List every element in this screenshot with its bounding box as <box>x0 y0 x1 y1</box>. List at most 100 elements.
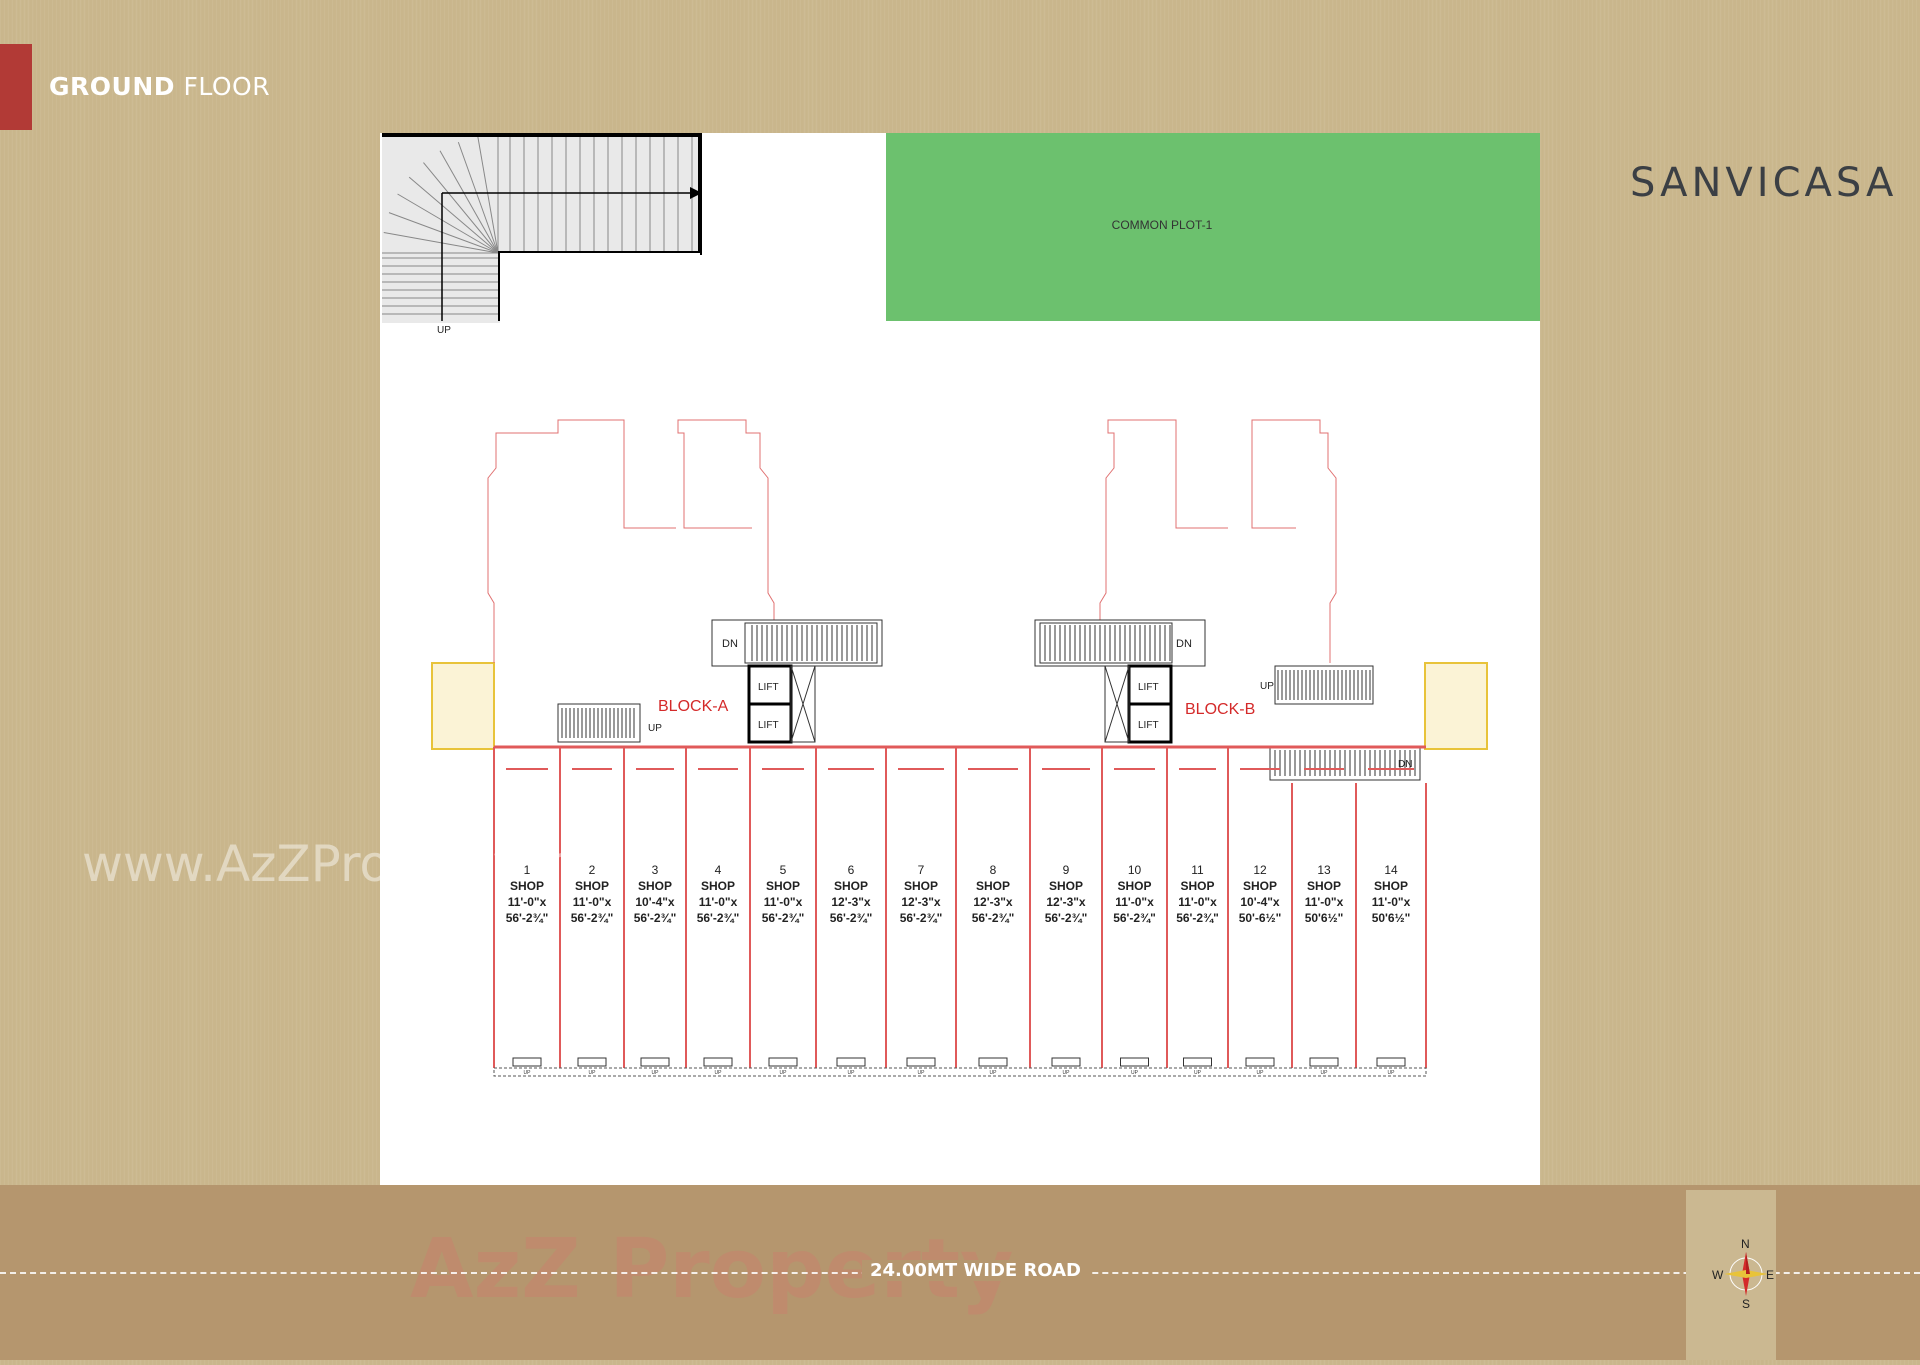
shop-step-up: UP <box>918 1070 926 1076</box>
block-b-lift-2: LIFT <box>1138 720 1159 731</box>
shop-depth: 56'-2¾" <box>762 911 805 925</box>
shop-number: 2 <box>589 863 596 877</box>
shop-step-up: UP <box>780 1070 788 1076</box>
block-b-dn-label: DN <box>1176 638 1192 650</box>
compass-icon: N S E W <box>1712 1237 1774 1311</box>
block-a-label: BLOCK-A <box>658 698 729 715</box>
shop-width: 12'-3"x <box>901 895 941 909</box>
stair-up-label: UP <box>437 325 451 336</box>
shop-depth: 56'-2¾" <box>506 911 549 925</box>
block-a-lift-1: LIFT <box>758 682 779 693</box>
shop-number: 11 <box>1191 863 1204 877</box>
block-b-dn2-label: DN <box>1398 759 1412 770</box>
shop-step-up: UP <box>990 1070 998 1076</box>
shop-width: 11'-0"x <box>1115 895 1154 909</box>
shop-width: 10'-4"x <box>1240 895 1280 909</box>
title-bold: GROUND <box>49 72 175 101</box>
shop-depth: 56'-2¾" <box>1113 911 1156 925</box>
shop-width: 11'-0"x <box>508 895 547 909</box>
shop-number: 7 <box>918 863 925 877</box>
shop-number: 8 <box>990 863 997 877</box>
block-a-lift-2: LIFT <box>758 720 779 731</box>
upper-floor-outline <box>487 419 1337 663</box>
shop-type: SHOP <box>1307 879 1341 893</box>
shop-number: 6 <box>848 863 855 877</box>
common-plot-label: COMMON PLOT-1 <box>1112 218 1213 232</box>
shop-type: SHOP <box>638 879 672 893</box>
shop-depth: 56'-2¾" <box>634 911 677 925</box>
shop-step-up: UP <box>589 1070 597 1076</box>
block-b-label: BLOCK-B <box>1185 701 1255 718</box>
floor-plan-sheet: UP COMMON PLOT-1 DN LIFT LIFT <box>380 133 1540 1185</box>
main-staircase: UP <box>382 133 702 336</box>
shop-width: 12'-3"x <box>973 895 1013 909</box>
shop-step-up: UP <box>524 1070 532 1076</box>
shop-type: SHOP <box>701 879 735 893</box>
road-label: 24.00MT WIDE ROAD <box>862 1260 1089 1281</box>
shop-type: SHOP <box>904 879 938 893</box>
shop-number: 12 <box>1253 863 1267 877</box>
shop-depth: 50'-6½" <box>1239 911 1282 925</box>
shop-type: SHOP <box>575 879 609 893</box>
shop-number: 13 <box>1317 863 1331 877</box>
shop-step-up: UP <box>848 1070 856 1076</box>
shop-depth: 56'-2¾" <box>697 911 740 925</box>
left-yellow-zone <box>431 662 495 750</box>
shop-type: SHOP <box>976 879 1010 893</box>
shop-width: 11'-0"x <box>699 895 738 909</box>
title-accent-bar <box>0 44 32 130</box>
shop-width: 10'-4"x <box>635 895 675 909</box>
shop-width: 11'-0"x <box>764 895 803 909</box>
shop-number: 1 <box>524 863 531 877</box>
compass-e: E <box>1766 1268 1774 1282</box>
shop-number: 4 <box>715 863 722 877</box>
block-a-dn-label: DN <box>722 638 738 650</box>
shop-step-up: UP <box>1257 1070 1265 1076</box>
shop-type: SHOP <box>834 879 868 893</box>
shop-width: 11'-0"x <box>573 895 612 909</box>
shop-depth: 56'-2¾" <box>972 911 1015 925</box>
compass-panel: N S E W <box>1686 1190 1776 1360</box>
shop-step-up: UP <box>652 1070 660 1076</box>
shop-width: 11'-0"x <box>1178 895 1217 909</box>
shop-number: 14 <box>1384 863 1398 877</box>
shop-number: 9 <box>1063 863 1070 877</box>
shop-number: 3 <box>652 863 659 877</box>
shop-depth: 56'-2¾" <box>830 911 873 925</box>
shop-number: 10 <box>1128 863 1142 877</box>
shop-depth: 56'-2¾" <box>1045 911 1088 925</box>
compass-w: W <box>1712 1268 1724 1282</box>
shop-width: 11'-0"x <box>1372 895 1411 909</box>
right-yellow-zone <box>1424 662 1488 750</box>
shop-number: 5 <box>780 863 787 877</box>
shop-type: SHOP <box>1117 879 1151 893</box>
title-light: FLOOR <box>183 72 271 101</box>
shop-type: SHOP <box>766 879 800 893</box>
shop-type: SHOP <box>510 879 544 893</box>
brand-logo: SANVICASA <box>1630 160 1898 206</box>
compass-s: S <box>1742 1297 1750 1311</box>
shop-step-up: UP <box>715 1070 723 1076</box>
shop-step-up: UP <box>1321 1070 1329 1076</box>
shop-type: SHOP <box>1243 879 1277 893</box>
shop-width: 11'-0"x <box>1305 895 1344 909</box>
page-title: GROUND FLOOR <box>49 72 270 101</box>
shop-depth: 56'-2¾" <box>900 911 943 925</box>
block-b-core: DN LIFT LIFT UP DN BLOCK-B <box>1034 619 1421 781</box>
shop-depth: 50'6½" <box>1305 911 1344 925</box>
common-plot: COMMON PLOT-1 <box>886 133 1540 321</box>
front-boundary <box>493 1067 1427 1077</box>
shop-width: 12'-3"x <box>1046 895 1086 909</box>
shop-depth: 56'-2¾" <box>571 911 614 925</box>
